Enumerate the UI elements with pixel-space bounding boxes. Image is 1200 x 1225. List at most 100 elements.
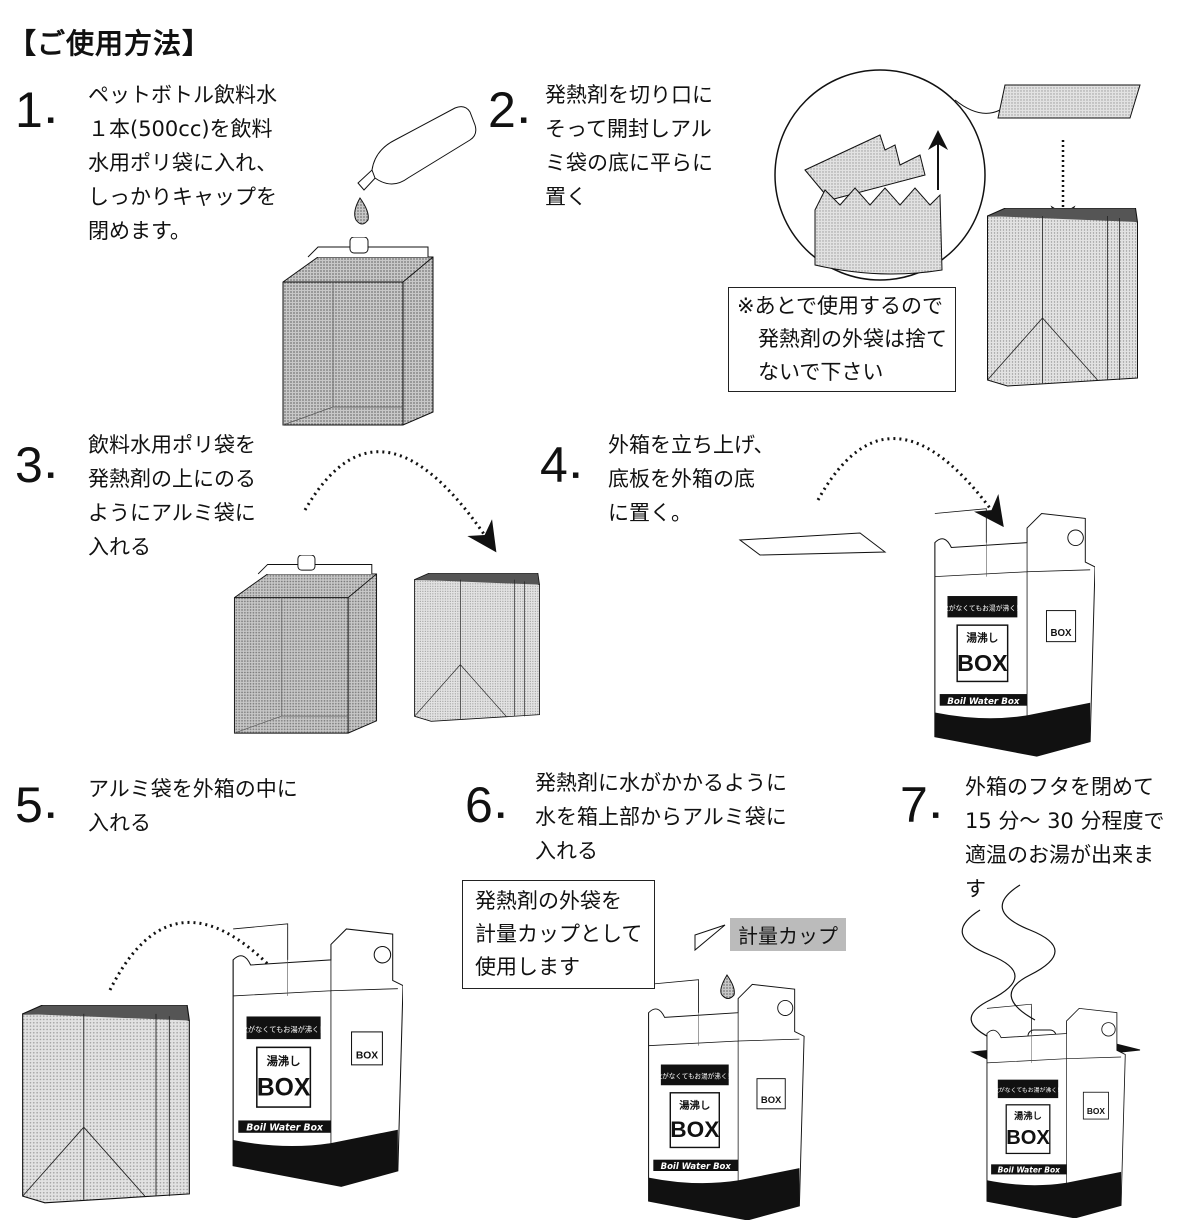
box-band: Boil Water Box xyxy=(246,1123,324,1134)
instruction-line: ミ袋の底に平らに xyxy=(545,151,713,175)
step-number-digit: 7 xyxy=(900,777,928,833)
instruction-line: 発熱剤に水がかかるように xyxy=(535,771,787,795)
box-name-jp: 湯沸し xyxy=(679,1099,710,1112)
step-number-digit: 2 xyxy=(488,82,516,138)
callout-line: 使用します xyxy=(475,955,580,979)
box-name-en: BOX xyxy=(670,1117,719,1142)
box-name-jp: 湯沸し xyxy=(267,1054,301,1068)
instruction-line: 発熱剤の上にのる xyxy=(88,467,256,491)
instruction-line: 入れる xyxy=(535,839,598,863)
step-number: 1▪ xyxy=(15,85,55,145)
box-name-jp: 湯沸し xyxy=(966,632,998,645)
step-dot: ▪ xyxy=(571,462,580,487)
alu-bag-illustration xyxy=(986,208,1139,387)
box-logo: 火がなくてもお湯が沸く！ 湯沸し BOX BOX Boil Water Box xyxy=(656,1072,782,1171)
dotted-arrow xyxy=(303,450,497,553)
box-tagline: 火がなくてもお湯が沸く！ xyxy=(656,1072,734,1081)
box-name-en: BOX xyxy=(957,650,1008,676)
instruction-line: 外箱を立ち上げ、 xyxy=(608,433,775,457)
box-band: Boil Water Box xyxy=(998,1166,1062,1175)
box-band: Boil Water Box xyxy=(947,697,1020,707)
note-line: ないで下さい xyxy=(737,360,884,384)
box-side-name-en: BOX xyxy=(1087,1106,1106,1116)
step-dot: ▪ xyxy=(519,107,528,132)
instruction-line: す xyxy=(965,877,986,901)
box-name-en: BOX xyxy=(257,1075,311,1102)
step-6-instructions: 発熱剤に水がかかるように水を箱上部からアルミ袋に入れる xyxy=(535,766,787,868)
step-number: 6▪ xyxy=(465,780,505,840)
step-5-instructions: アルミ袋を外箱の中に入れる xyxy=(88,772,298,840)
instruction-line: 閉めます。 xyxy=(88,219,191,243)
step-dot: ▪ xyxy=(46,107,55,132)
note-line: 発熱剤の外袋は捨て xyxy=(737,327,947,351)
bottom-board-illustration xyxy=(738,532,887,556)
step-2-instructions: 発熱剤を切り口にそって開封しアルミ袋の底に平らに置く xyxy=(545,78,713,214)
step-number: 2▪ xyxy=(488,85,528,145)
instruction-line: 外箱のフタを閉めて xyxy=(965,775,1154,799)
box-side-name-en: BOX xyxy=(1051,628,1073,639)
box-logo: 火がなくてもお湯が沸く！ 湯沸し BOX BOX Boil Water Box xyxy=(942,604,1072,707)
box-logo: 火がなくてもお湯が沸く！ 湯沸し BOX BOX Boil Water Box xyxy=(241,1025,379,1134)
instruction-line: 入れる xyxy=(88,535,151,559)
instruction-line: 水用ポリ袋に入れ、 xyxy=(88,151,278,175)
box-name-jp: 湯沸し xyxy=(1014,1110,1042,1122)
step-1-instructions: ペットボトル飲料水 １本(500cc)を飲料水用ポリ袋に入れ、しっかりキャップを閉… xyxy=(88,78,277,248)
instruction-line: 入れる xyxy=(88,811,151,835)
note-line: ※あとで使用するので xyxy=(737,294,943,318)
measuring-cup-label: 計量カップ xyxy=(730,918,846,951)
step-7-instructions: 外箱のフタを閉めて 15 分〜 30 分程度で適温のお湯が出来ます xyxy=(965,770,1164,906)
step-number: 5▪ xyxy=(15,780,55,840)
instruction-line: 発熱剤を切り口に xyxy=(545,83,713,107)
step-number: 7▪ xyxy=(900,780,940,840)
opening-heater-illustration xyxy=(774,69,1141,281)
box-side-name-en: BOX xyxy=(356,1051,378,1062)
poly-bag-illustration xyxy=(282,237,434,426)
instruction-line: しっかりキャップを xyxy=(88,185,277,209)
page-title: 【ご使用方法】 xyxy=(8,27,212,60)
steam-icon xyxy=(961,884,1056,1041)
dotted-arrow xyxy=(108,921,310,1012)
instruction-line: アルミ袋を外箱の中に xyxy=(88,777,298,801)
instruction-line: ようにアルミ袋に xyxy=(88,501,256,525)
instruction-line: 適温のお湯が出来ま xyxy=(965,843,1154,867)
step-number-digit: 1 xyxy=(15,82,43,138)
water-drop-icon xyxy=(720,974,735,999)
step-dot: ▪ xyxy=(46,462,55,487)
instruction-line: ペットボトル飲料水 xyxy=(88,83,277,107)
step-number-digit: 3 xyxy=(15,437,43,493)
step-dot: ▪ xyxy=(496,802,505,827)
instruction-line: 水を箱上部からアルミ袋に xyxy=(535,805,787,829)
box-side-name-en: BOX xyxy=(761,1094,782,1105)
instruction-line: １本(500cc)を飲料 xyxy=(88,117,273,141)
step-dot: ▪ xyxy=(46,802,55,827)
step-dot: ▪ xyxy=(931,802,940,827)
instruction-line: そって開封しアル xyxy=(545,117,712,141)
box-tagline: 火がなくてもお湯が沸く！ xyxy=(993,1086,1063,1094)
box-tagline: 火がなくてもお湯が沸く！ xyxy=(241,1025,327,1034)
callout-line: 発熱剤の外袋を xyxy=(475,889,622,913)
step-number: 3▪ xyxy=(15,440,55,500)
step-3-instructions: 飲料水用ポリ袋を発熱剤の上にのるようにアルミ袋に入れる xyxy=(88,428,256,564)
pet-bottle-illustration xyxy=(354,106,477,225)
instruction-line: 置く xyxy=(545,185,587,209)
callout-line: 計量カップとして xyxy=(475,922,643,946)
step-number-digit: 5 xyxy=(15,777,43,833)
alu-bag-illustration xyxy=(414,573,540,722)
step-4-instructions: 外箱を立ち上げ、底板を外箱の底に置く。 xyxy=(608,428,775,530)
step-number-digit: 6 xyxy=(465,777,493,833)
poly-bag-illustration xyxy=(233,555,378,734)
box-band: Boil Water Box xyxy=(661,1161,732,1171)
instruction-line: 15 分〜 30 分程度で xyxy=(965,809,1165,833)
dotted-arrow xyxy=(816,437,1004,528)
alu-bag-illustration xyxy=(22,1005,190,1204)
box-tagline: 火がなくてもお湯が沸く！ xyxy=(942,604,1023,613)
instruction-line: 飲料水用ポリ袋を xyxy=(88,433,256,457)
keep-wrapper-note: ※あとで使用するので 発熱剤の外袋は捨て ないで下さい xyxy=(728,287,956,392)
instruction-line: 底板を外箱の底 xyxy=(608,467,755,491)
step-number: 4▪ xyxy=(540,440,580,500)
measuring-cup-callout: 発熱剤の外袋を 計量カップとして 使用します xyxy=(462,880,656,989)
instruction-line: に置く。 xyxy=(608,501,692,525)
step-number-digit: 4 xyxy=(540,437,568,493)
